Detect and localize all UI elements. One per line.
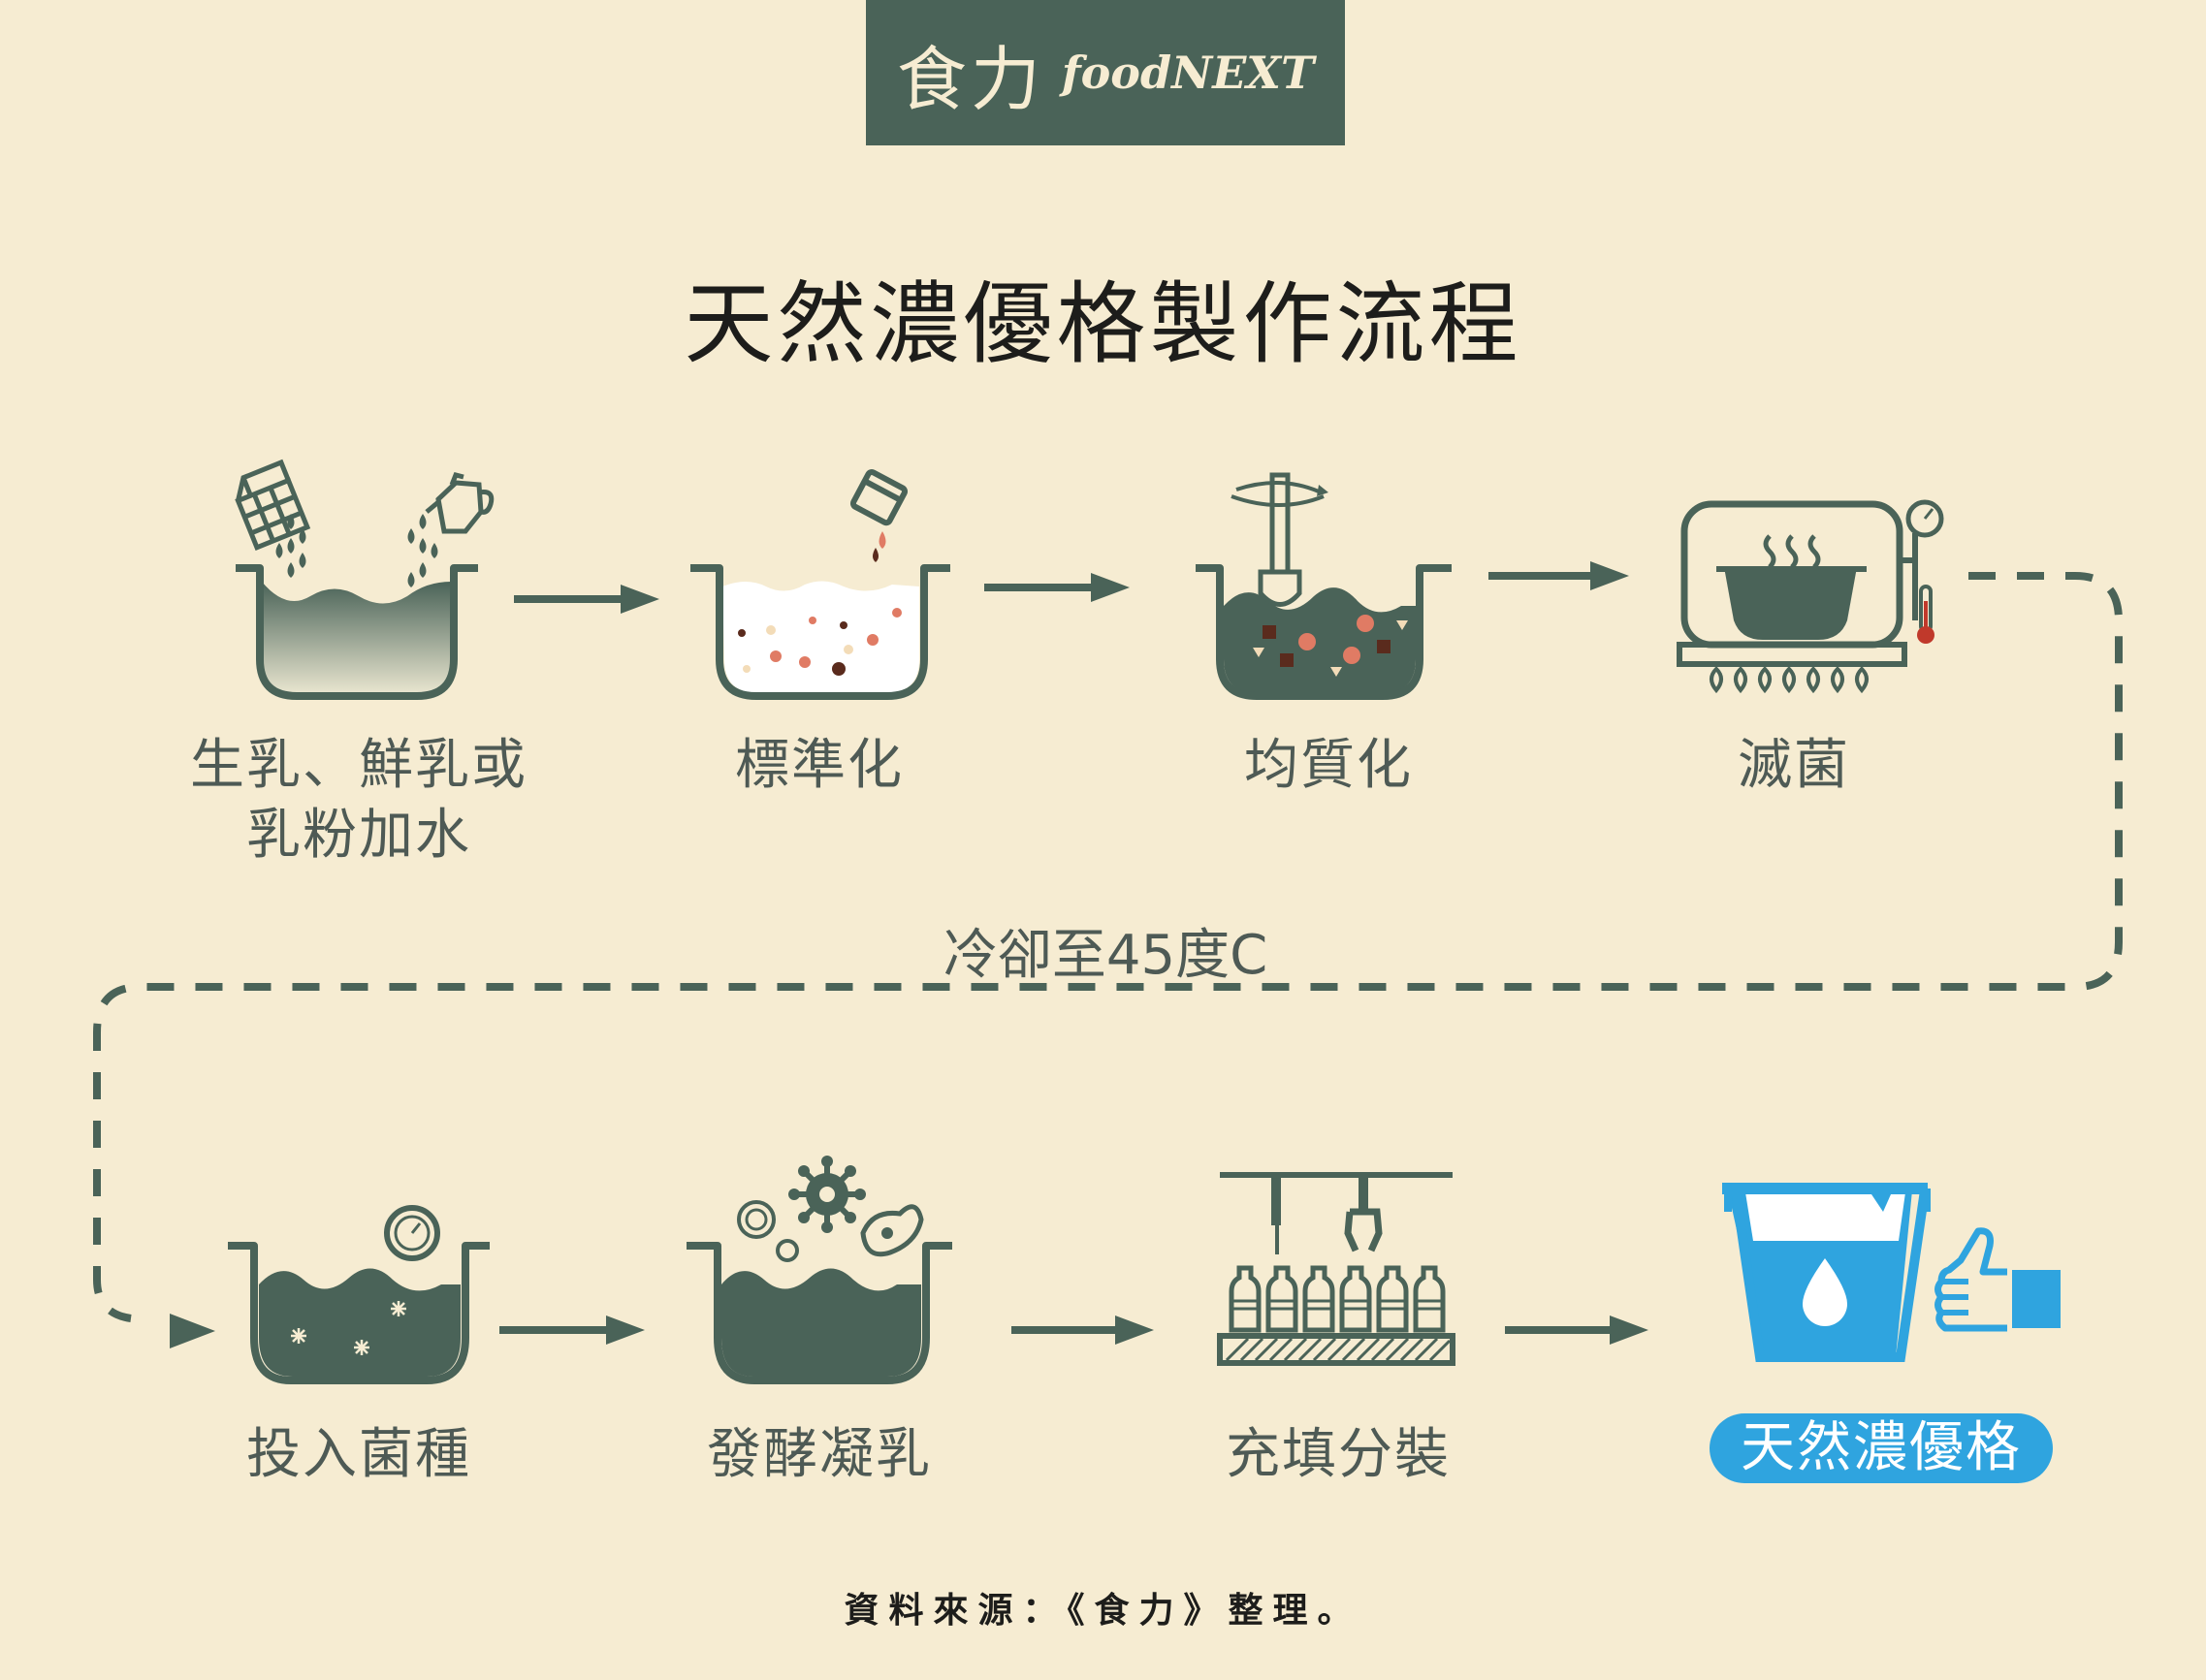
cooling-note: 冷卻至45度C: [943, 924, 1268, 987]
logo: 食力 foodNEXT: [866, 0, 1345, 145]
cooling-arrow-head: [170, 1314, 215, 1348]
standardization-pot-icon: [690, 469, 950, 700]
raw-milk-pot-icon: [235, 459, 495, 700]
step-label-sterilization: 滅菌: [1738, 734, 1850, 797]
step-label-filling: 充填分裝: [1226, 1423, 1451, 1486]
filling-line-icon: [1217, 1172, 1455, 1366]
page-title: 天然濃優格製作流程: [684, 272, 1522, 376]
step-label-raw-milk: 生乳、鮮乳或 乳粉加水: [175, 731, 543, 871]
cooling-dashed-path: [93, 572, 2123, 1322]
source-note: 資料來源：《食力》整理。: [844, 1591, 1362, 1631]
homogenization-pot-icon: [1196, 472, 1452, 700]
logo-english: foodNEXT: [1061, 47, 1315, 99]
step-label-fermentation: 發酵凝乳: [707, 1423, 932, 1486]
step-label-add-culture: 投入菌種: [246, 1423, 471, 1486]
arrow-2: [984, 573, 1130, 602]
starter-culture-pot-icon: [228, 1205, 490, 1384]
step-label-homogenization: 均質化: [1244, 734, 1413, 797]
final-product-badge: 天然濃優格: [1710, 1413, 2053, 1483]
arrow-6: [1505, 1315, 1648, 1345]
step-label-standardization: 標準化: [735, 734, 904, 797]
sterilization-machine-icon: [1677, 499, 1944, 694]
yogurt-cup-icon: [1722, 1183, 1931, 1362]
thumbs-up-icon: [1934, 1227, 2061, 1332]
arrow-1: [514, 585, 659, 614]
logo-chinese: 食力: [896, 38, 1044, 120]
step-label-line: 乳粉加水: [246, 804, 471, 867]
arrow-3: [1488, 561, 1629, 590]
fermentation-pot-icon: [687, 1156, 952, 1384]
arrow-4: [499, 1315, 645, 1345]
arrow-5: [1011, 1315, 1154, 1345]
step-label-line: 生乳、鮮乳或: [190, 734, 528, 797]
